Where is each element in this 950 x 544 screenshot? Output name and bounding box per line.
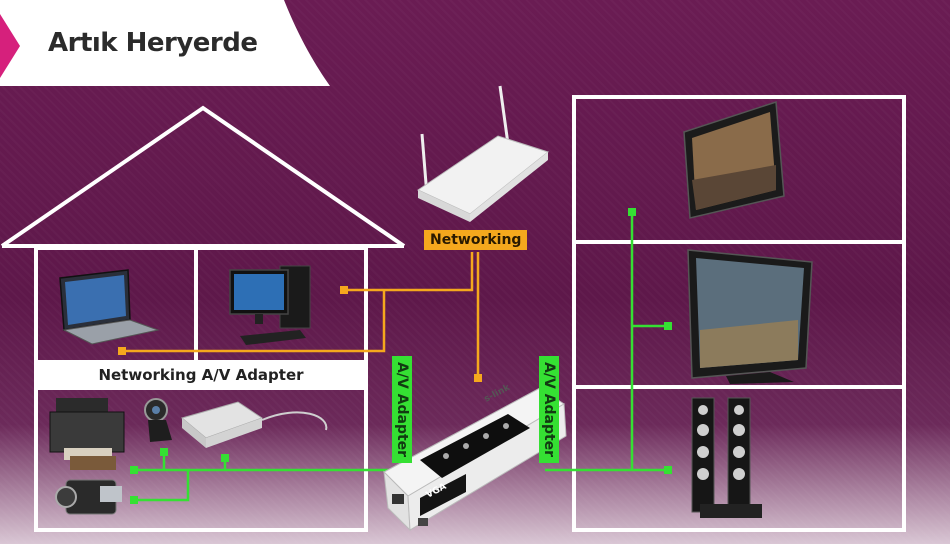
networking-av-adapter-label: Networking A/V Adapter	[36, 362, 366, 388]
av-adapter-label-left: A/V Adapter	[392, 356, 412, 464]
external-drive-icon	[180, 401, 328, 448]
title-tab-shape	[0, 0, 330, 86]
av-lines	[134, 212, 668, 502]
adapter-brand-text: s-link	[483, 382, 513, 404]
speakers-icon	[691, 397, 762, 518]
webcam-icon	[144, 398, 172, 442]
page-title: Artık Heryerde	[48, 28, 258, 58]
right-room-stack	[572, 95, 906, 532]
av-adapter-device-icon	[383, 387, 567, 532]
network-node-laptop	[118, 347, 126, 355]
av-nodes	[130, 208, 672, 504]
desktop-pc-icon	[229, 265, 311, 345]
wifi-router-icon	[416, 85, 550, 222]
printer-icon	[49, 398, 125, 470]
tv-icon	[687, 249, 813, 384]
network-node-adapter	[474, 374, 482, 382]
networking-label: Networking	[424, 230, 528, 250]
networking-lines	[122, 252, 480, 378]
av-adapter-label-right: A/V Adapter	[539, 356, 559, 464]
network-node-desktop	[340, 286, 348, 294]
title-tab: Artık Heryerde	[0, 0, 330, 88]
tablet-icon	[683, 100, 785, 219]
house-outline	[0, 105, 406, 532]
laptop-icon	[59, 269, 160, 345]
accent-arrow-icon	[0, 14, 20, 78]
camcorder-icon	[55, 479, 122, 515]
